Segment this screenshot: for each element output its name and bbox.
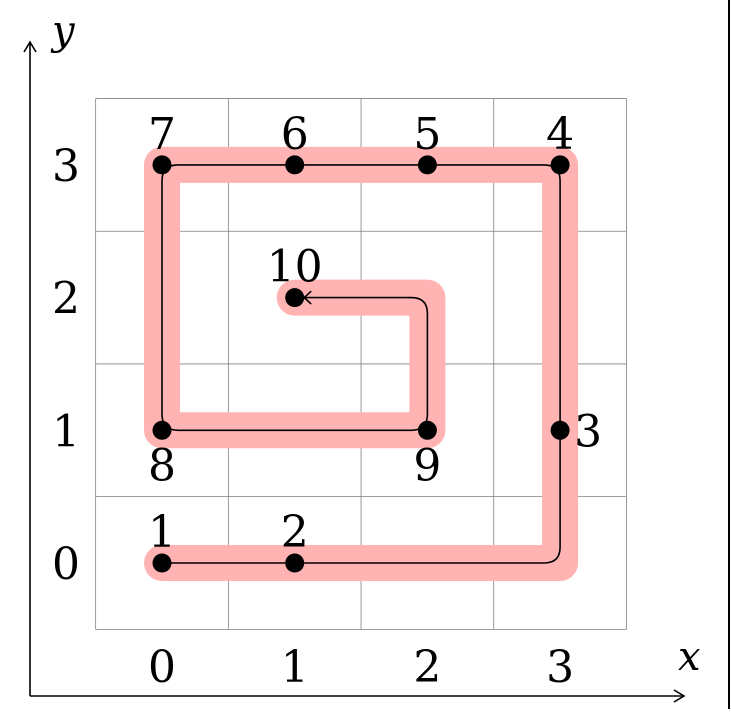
point-label: 5 [413, 109, 441, 160]
y-axis-arrowhead [23, 40, 37, 53]
tick-labels: 0 1 2 3 0 1 2 3 [52, 141, 574, 693]
point-label: 6 [281, 109, 309, 160]
point-marker [152, 420, 172, 440]
point-label: 8 [148, 440, 176, 491]
y-tick-label: 1 [52, 406, 80, 457]
y-tick-label: 2 [52, 274, 80, 325]
point-marker [152, 553, 172, 573]
point-label: 10 [267, 242, 323, 293]
point-marker [285, 288, 305, 308]
x-tick-label: 1 [281, 642, 309, 693]
axes: x y [23, 8, 701, 703]
point-marker [417, 420, 437, 440]
x-axis-label: x [678, 634, 701, 680]
point-marker [550, 420, 570, 440]
x-tick-label: 3 [546, 642, 574, 693]
point-label: 7 [148, 109, 176, 160]
point-label: 4 [546, 109, 574, 160]
x-tick-label: 2 [413, 642, 441, 693]
route-line [161, 164, 561, 564]
point-marker [550, 155, 570, 175]
point-marker [152, 155, 172, 175]
point-marker [417, 155, 437, 175]
point-label: 9 [413, 440, 441, 491]
y-tick-label: 3 [52, 141, 80, 192]
frame-edge [728, 0, 730, 709]
point-labels: 1 2 3 4 5 6 7 8 9 10 [148, 109, 602, 558]
y-tick-label: 0 [52, 539, 80, 590]
grid [95, 98, 627, 630]
points [152, 155, 570, 573]
x-tick-label: 0 [148, 642, 176, 693]
y-axis-label: y [50, 8, 76, 54]
x-axis-arrowhead [673, 689, 686, 703]
point-marker [285, 155, 305, 175]
point-label: 1 [148, 507, 176, 558]
point-marker [285, 553, 305, 573]
point-label: 3 [574, 406, 602, 457]
point-label: 2 [281, 507, 309, 558]
